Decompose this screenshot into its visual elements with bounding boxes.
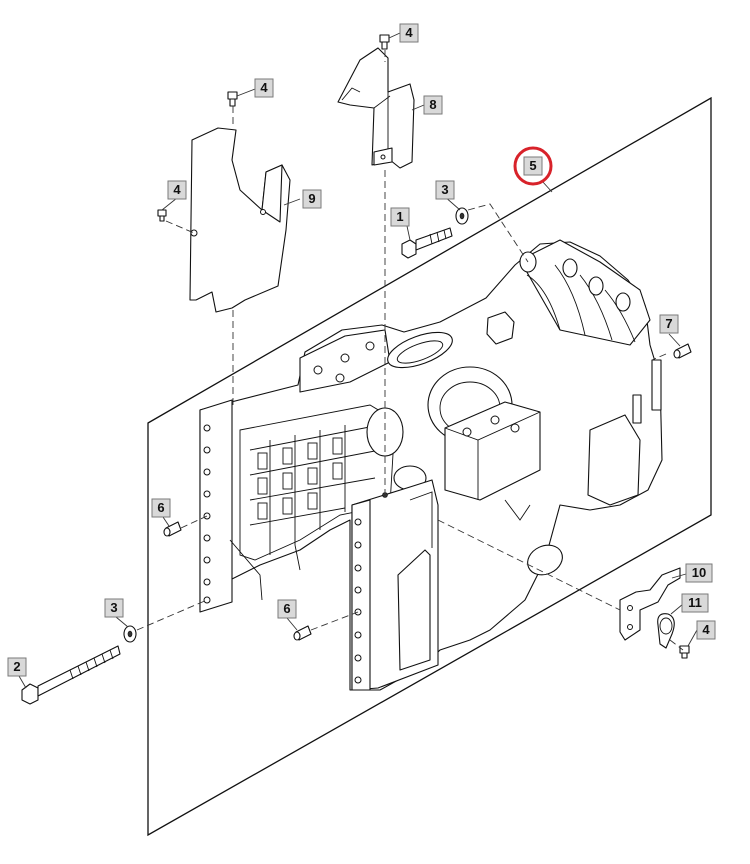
callout-4-shield[interactable]: 4 (167, 180, 187, 200)
callout-6-lower[interactable]: 6 (277, 599, 297, 619)
bracket-part-10[interactable] (619, 567, 681, 641)
washer-part-3-upper[interactable] (455, 207, 469, 225)
svg-text:1: 1 (396, 209, 403, 224)
svg-text:2: 2 (13, 659, 20, 674)
callout-3-lower[interactable]: 3 (104, 598, 124, 618)
screw-part-4-clamp[interactable] (679, 645, 690, 659)
clamp-part-11[interactable] (657, 613, 675, 649)
svg-text:10: 10 (692, 565, 706, 580)
svg-text:4: 4 (173, 182, 181, 197)
screw-part-4-shield[interactable] (157, 209, 167, 222)
svg-text:7: 7 (665, 316, 672, 331)
flange-hole (203, 446, 211, 454)
svg-text:5: 5 (529, 158, 536, 173)
svg-text:6: 6 (157, 500, 164, 515)
callout-4-clamp[interactable]: 4 (696, 620, 716, 640)
callout-8[interactable]: 8 (423, 95, 443, 115)
pin-part-6-left[interactable] (163, 521, 182, 537)
bolt-part-1[interactable] (401, 227, 453, 259)
svg-text:3: 3 (110, 600, 117, 615)
screw-part-4-bracket[interactable] (379, 34, 390, 50)
washer-part-3-lower[interactable] (123, 625, 137, 643)
assembly-lines (136, 50, 684, 651)
svg-text:4: 4 (405, 25, 413, 40)
highlight-circle (513, 146, 553, 186)
flange-hole (203, 424, 211, 432)
svg-text:11: 11 (688, 595, 702, 610)
svg-text:9: 9 (308, 191, 315, 206)
callout-6-left[interactable]: 6 (151, 498, 171, 518)
svg-text:4: 4 (702, 622, 710, 637)
flange-hole (203, 534, 211, 542)
front-plate[interactable] (351, 479, 439, 691)
callout-5[interactable]: 5 (523, 156, 543, 176)
leader-lines (18, 32, 698, 689)
svg-text:6: 6 (283, 601, 290, 616)
callout-1[interactable]: 1 (390, 207, 410, 227)
callout-10[interactable]: 10 (685, 563, 713, 583)
shield-part-9[interactable] (189, 127, 291, 313)
callout-7[interactable]: 7 (659, 314, 679, 334)
bolt-part-2[interactable] (21, 645, 121, 705)
svg-text:4: 4 (260, 80, 268, 95)
screw-part-4-top[interactable] (227, 91, 238, 107)
callout-11[interactable]: 11 (681, 593, 709, 613)
flange-hole (203, 596, 211, 604)
callout-4-bracket[interactable]: 4 (399, 23, 419, 43)
pin-part-7[interactable] (673, 343, 692, 359)
callout-2[interactable]: 2 (7, 657, 27, 677)
flange-hole (203, 490, 211, 498)
flange-hole (203, 556, 211, 564)
callout-4-top[interactable]: 4 (254, 78, 274, 98)
callout-9[interactable]: 9 (302, 189, 322, 209)
svg-text:3: 3 (441, 182, 448, 197)
callout-3-upper[interactable]: 3 (435, 180, 455, 200)
flange-hole (203, 468, 211, 476)
rib-grid (249, 424, 381, 555)
bracket-part-8[interactable] (337, 47, 415, 169)
front-support-housing[interactable] (199, 239, 663, 691)
flange-hole (203, 578, 211, 586)
pin-part-6-lower[interactable] (293, 625, 312, 641)
svg-text:8: 8 (429, 97, 436, 112)
